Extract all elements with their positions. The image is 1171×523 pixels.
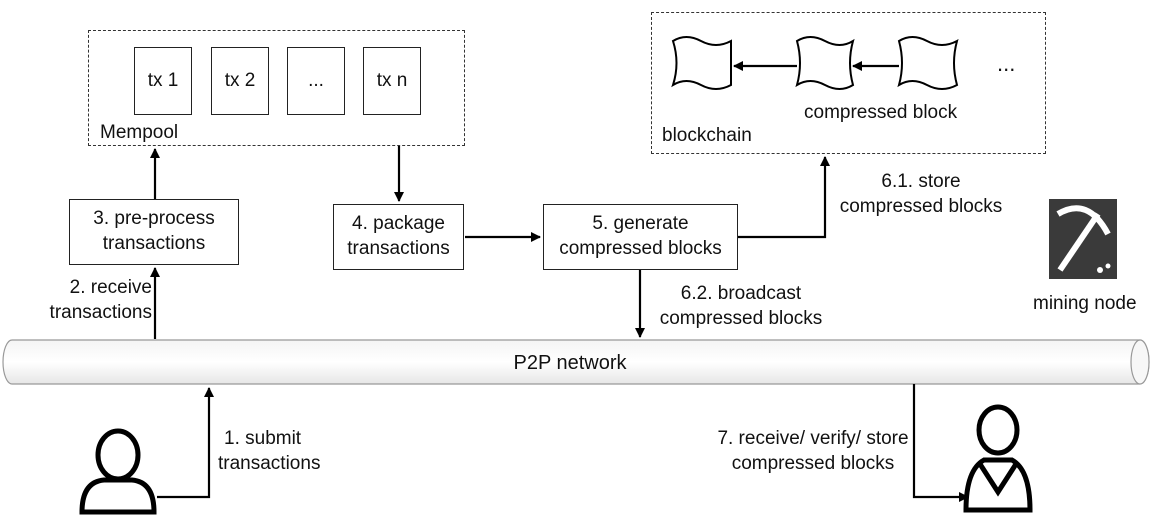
mining-node-label: mining node (1033, 293, 1137, 314)
receive-transactions-label: 2. receive transactions (40, 276, 152, 325)
blockchain-container (651, 12, 1046, 154)
generate-box: 5. generate compressed blocks (543, 204, 738, 270)
blockchain-label: blockchain (662, 125, 752, 146)
tx-label: tx n (376, 69, 408, 91)
compressed-block-label: compressed block (804, 102, 958, 123)
user-icon (79, 428, 157, 515)
rvs-line2: compressed blocks (731, 452, 895, 474)
pickaxe-icon (1049, 199, 1117, 279)
preprocess-line1: 3. pre-process (93, 208, 215, 230)
package-line2: transactions (347, 238, 450, 259)
chain-ellipsis: ... (997, 51, 1016, 76)
chain-block-2 (795, 36, 855, 90)
package-line1: 4. package (352, 213, 445, 235)
store-compressed-label: 6.1. store compressed blocks (836, 170, 1006, 219)
broadcast-compressed-label: 6.2. broadcast compressed blocks (651, 282, 831, 331)
p2p-network-label: P2P network (513, 352, 627, 374)
arrow-submit (157, 387, 214, 499)
chain-block-3 (897, 36, 959, 90)
mempool-container (88, 30, 465, 146)
generate-line1: 5. generate (592, 213, 689, 235)
mempool-tx-ellipsis: ... (287, 47, 345, 115)
receiving-node-icon (963, 404, 1033, 513)
arrow-store (738, 156, 830, 239)
receive-line1: 2. receive (69, 277, 152, 298)
tx-label: tx 1 (147, 69, 179, 91)
preprocess-line2: transactions (102, 233, 206, 254)
tx-label: ... (308, 69, 324, 91)
store-line1: 6.1. store (881, 171, 961, 192)
store-line2: compressed blocks (839, 195, 1003, 217)
mempool-tx-2: tx 2 (211, 47, 269, 115)
broadcast-line2: compressed blocks (659, 307, 823, 329)
chain-block-1 (671, 36, 732, 90)
mempool-tx-n: tx n (363, 47, 421, 115)
preprocess-box: 3. pre-process transactions (69, 199, 239, 265)
submit-line2: transactions (218, 452, 321, 474)
arrow-receive-verify (912, 384, 969, 502)
generate-line2: compressed blocks (559, 238, 722, 259)
submit-transactions-label: 1. submit transactions (218, 427, 320, 476)
mempool-tx-1: tx 1 (134, 47, 192, 115)
receive-verify-store-label: 7. receive/ verify/ store compressed blo… (697, 427, 929, 476)
submit-line1: 1. submit (224, 428, 302, 449)
package-box: 4. package transactions (333, 204, 464, 270)
p2p-network-pipe (2, 339, 1150, 385)
tx-label: tx 2 (224, 69, 256, 91)
receive-line2: transactions (49, 301, 152, 323)
broadcast-line1: 6.2. broadcast (680, 283, 802, 304)
rvs-line1: 7. receive/ verify/ store (717, 428, 909, 449)
mempool-label: Mempool (100, 122, 179, 143)
